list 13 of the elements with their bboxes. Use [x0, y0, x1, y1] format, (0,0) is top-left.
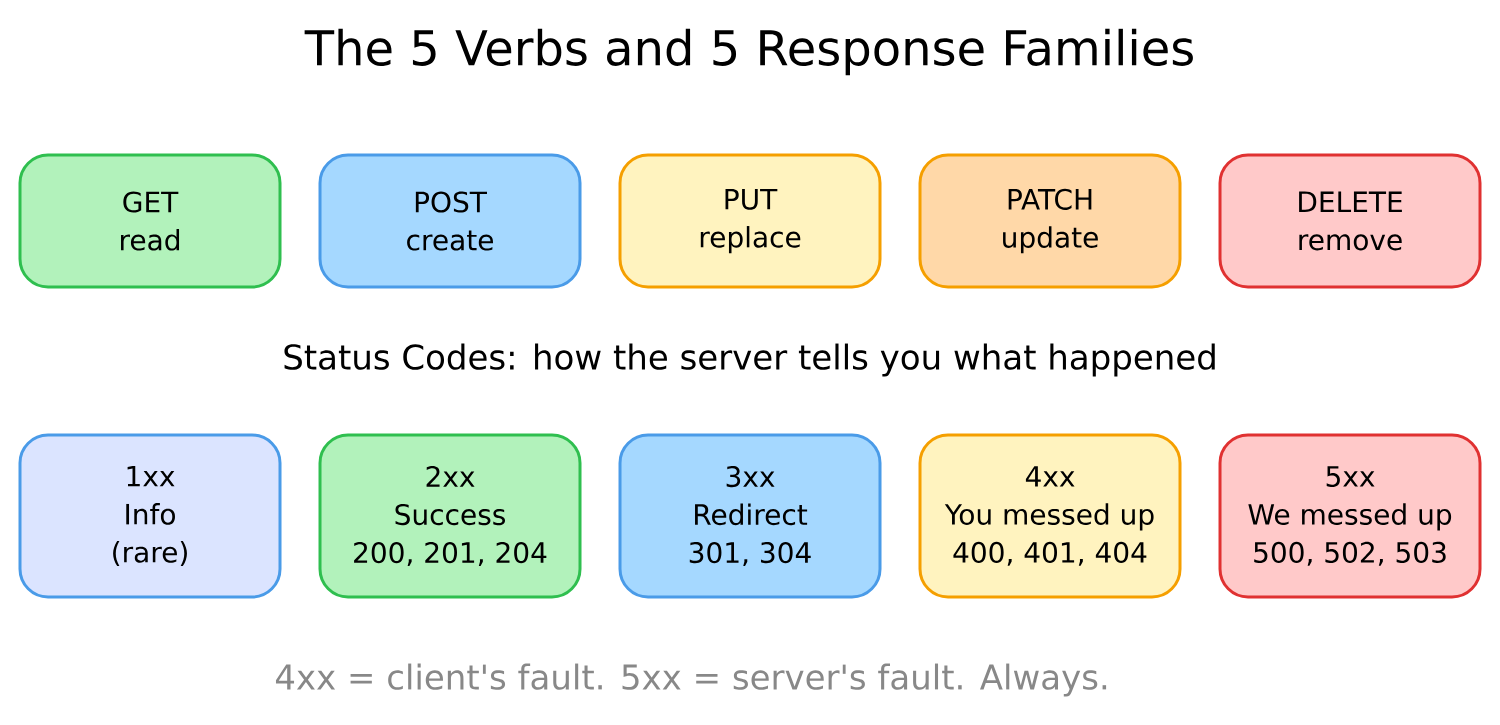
- footnote: 4xx = client's fault. 5xx = server's fault. Always.: [275, 663, 1107, 697]
- verb-box: POST create: [318, 153, 582, 289]
- subtitle: Status Codes: how the server tells you what happened: [284, 343, 1215, 377]
- status-box: 2xx Success 200, 201, 204: [318, 433, 582, 599]
- verb-box: DELETE remove: [1218, 153, 1482, 289]
- title: The 5 Verbs and 5 Response Families: [304, 28, 1193, 76]
- verb-box: PUT replace: [618, 153, 882, 289]
- status-box: 3xx Redirect 301, 304: [618, 433, 882, 599]
- status-box: 1xx Info (rare): [18, 433, 282, 599]
- verb-box: GET read: [18, 153, 282, 289]
- verb-box: PATCH update: [918, 153, 1182, 289]
- status-box: 5xx We messed up 500, 502, 503: [1218, 433, 1482, 599]
- status-box: 4xx You messed up 400, 401, 404: [918, 433, 1182, 599]
